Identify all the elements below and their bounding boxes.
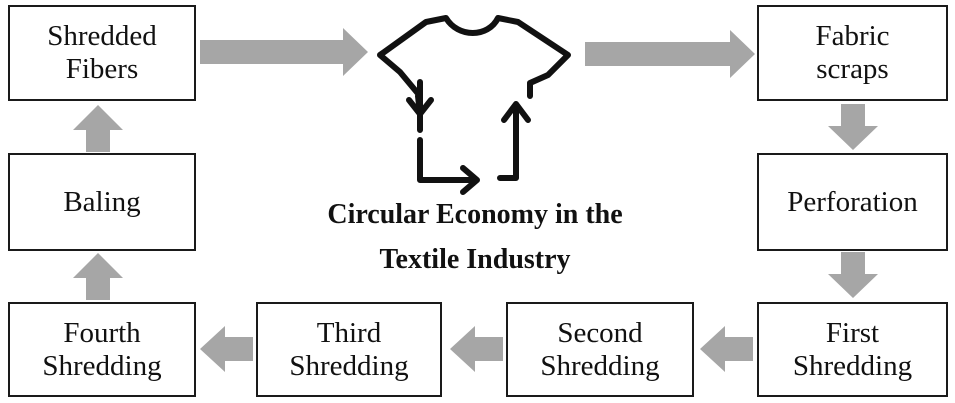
title-line: Circular Economy in the [327,199,623,230]
arrow-up [73,105,123,152]
step-second-shredding: Second Shredding [506,302,694,397]
step-label: Shredded [47,20,157,52]
step-first-shredding: First Shredding [757,302,948,397]
step-third-shredding: Third Shredding [256,302,442,397]
arrow-right [200,28,368,76]
step-baling: Baling [8,153,196,251]
arrow-down [828,252,878,298]
step-label: Third [316,316,382,349]
step-perforation: Perforation [757,153,948,251]
step-label: Second [557,316,643,349]
diagram-title: Circular Economy in the Textile Industry [255,192,695,282]
arrow-up [73,253,123,300]
step-label: First [825,316,880,349]
step-fabric-scraps: Fabric scraps [757,5,948,101]
step-label: Fibers [65,53,139,85]
step-label: Shredding [540,349,660,382]
step-label: Shredding [792,349,913,382]
step-label: scraps [816,53,889,85]
title-line: Textile Industry [379,244,571,275]
step-label: Perforation [787,185,918,218]
arrow-left [450,326,503,372]
arrow-left [200,326,253,372]
t-shirt-recycle-icon [377,15,571,195]
arrow-down [828,104,878,150]
step-label: Shredding [42,349,162,382]
step-label: Baling [63,185,141,218]
step-shredded-fibers: Shredded Fibers [8,5,196,101]
step-fourth-shredding: Fourth Shredding [8,302,196,397]
step-label: Fabric [815,20,890,52]
step-label: Shredding [289,349,409,382]
step-label: Fourth [63,316,141,349]
arrow-right [585,30,755,78]
arrow-left [700,326,753,372]
